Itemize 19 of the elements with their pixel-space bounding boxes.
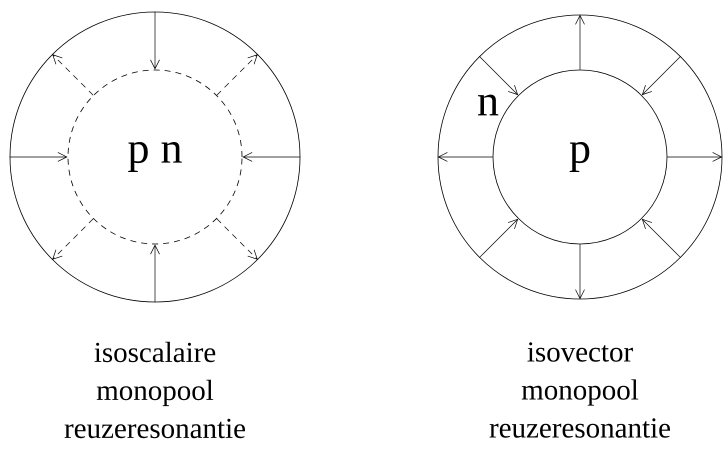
arrow xyxy=(642,218,682,258)
arrow xyxy=(150,244,160,303)
arrow xyxy=(642,56,682,96)
arrow xyxy=(216,54,258,96)
arrow xyxy=(478,56,518,96)
arrow xyxy=(9,152,68,162)
arrow xyxy=(216,218,258,260)
arrow xyxy=(52,218,94,260)
arrow xyxy=(478,218,518,258)
arrow xyxy=(242,152,301,162)
arrow xyxy=(667,152,722,162)
arrow xyxy=(575,244,585,300)
node-label: isovector monopool reuzeresonantie xyxy=(490,342,670,438)
arrow xyxy=(150,11,160,70)
arrow xyxy=(575,14,585,70)
circle xyxy=(10,12,300,302)
arrow xyxy=(438,152,493,162)
node-label: isoscalaire monopool reuzeresonantie xyxy=(64,342,245,438)
arrow xyxy=(52,54,94,96)
